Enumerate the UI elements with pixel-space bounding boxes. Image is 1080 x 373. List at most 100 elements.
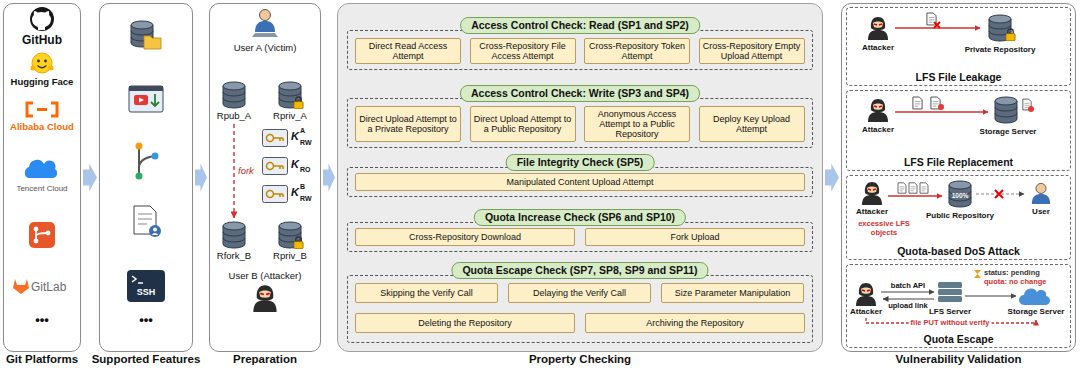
- test-case-label: Archiving the Repository: [646, 318, 744, 328]
- branch-icon: [136, 173, 143, 180]
- replacement-illustration: [868, 99, 888, 122]
- actor-label: Attacker: [862, 125, 894, 135]
- git-logo: [36, 229, 48, 241]
- tencent-cloud-logo: [25, 160, 57, 178]
- hugging-face-logo: [37, 60, 40, 63]
- attacker-icon: [253, 285, 276, 312]
- key-superscript: B: [300, 183, 305, 191]
- web-download-icon: [139, 98, 144, 103]
- repository-icon: [277, 80, 303, 110]
- check-group: Access Control Check: Write (SP3 and SP4…: [347, 98, 813, 148]
- actor-label: LFS Server: [929, 307, 971, 317]
- flow-label: file PUT without verify: [909, 318, 992, 327]
- repository-node: Rpub_A: [210, 80, 258, 122]
- actor-label: Attacker: [850, 307, 882, 317]
- platform-name: GitHub: [22, 33, 62, 47]
- hugging-face-logo: [38, 66, 47, 68]
- lock-symbol: [294, 237, 303, 249]
- check-group: Quota Escape Check (SP7, SP8, SP9 and SP…: [347, 275, 813, 343]
- test-case-label: Fork Upload: [670, 232, 719, 242]
- test-case-box: Archiving the Repository: [585, 313, 805, 333]
- leakage-illustration: [868, 13, 1015, 41]
- victim-user-icon: [252, 33, 278, 37]
- key-symbol: K: [291, 130, 299, 143]
- repository-node: Rpriv_B: [266, 220, 314, 262]
- quota-escape-illustration: [881, 291, 934, 292]
- tencent-cloud-logo: [25, 160, 57, 178]
- test-case-box: Delaying the Verify Call: [508, 283, 651, 303]
- policy-icon: [134, 206, 161, 237]
- flow-label: upload link: [888, 301, 928, 310]
- replacement-illustration: [995, 97, 1017, 123]
- hugging-face-logo: [32, 53, 52, 73]
- column-title: Git Platforms: [6, 353, 78, 366]
- git-logo: [46, 231, 51, 236]
- column-panel: PreparationRpub_ARpriv_ARfork_BRpriv_B: [209, 3, 321, 352]
- test-case-label: Cross-Repository Download: [409, 232, 521, 242]
- column-title: Preparation: [233, 353, 297, 366]
- check-heading: Quota Escape Check (SP7, SP8, SP9 and SP…: [451, 262, 708, 279]
- lfs-storage-icon: [144, 36, 161, 49]
- replacement-illustration: [868, 97, 1034, 123]
- attack-title: Quota Escape: [847, 333, 1070, 346]
- git-logo: [29, 222, 55, 248]
- test-case-label: Size Parameter Manipulation: [675, 288, 791, 298]
- branch-icon: [152, 153, 159, 160]
- ellipsis: •••: [139, 312, 153, 328]
- web-download-icon: [129, 86, 163, 112]
- test-case-box: Manipulated Content Upload Attempt: [355, 173, 805, 191]
- web-download-icon: [151, 94, 159, 106]
- leakage-illustration: [934, 22, 940, 28]
- git-logo: [29, 222, 55, 248]
- web-download-icon: [129, 86, 163, 91]
- github-logo: [32, 11, 51, 30]
- web-download-icon: [134, 95, 148, 105]
- column-title: Property Checking: [529, 353, 631, 366]
- key-subscript: RW: [300, 139, 312, 147]
- actor-label: Public Repository: [926, 211, 994, 221]
- actor-label: User: [1032, 207, 1050, 217]
- replacement-illustration: [913, 97, 922, 109]
- status-note: quota: no change: [984, 277, 1047, 286]
- replacement-illustration: [895, 111, 988, 113]
- check-heading: Access Control Check: Write (SP3 and SP4…: [460, 85, 700, 102]
- test-case-box: Deploy Key Upload Attempt: [699, 106, 805, 142]
- dos-illustration: [909, 183, 917, 193]
- key-symbol: K: [291, 186, 299, 199]
- repository-icon: [221, 80, 247, 110]
- hugging-face-logo: [49, 66, 54, 71]
- quota-escape-illustration: [974, 270, 981, 278]
- quota-escape-illustration: [965, 295, 1016, 296]
- policy-icon: [138, 214, 152, 224]
- policy-icon: [152, 233, 159, 235]
- victim-user-icon: [252, 10, 278, 38]
- dos-illustration: [888, 195, 942, 197]
- database-shape: [223, 82, 245, 108]
- quota-escape-illustration: [938, 282, 962, 288]
- key-icon: [263, 130, 288, 147]
- check-group: File Integrity Check (SP5)Manipulated Co…: [347, 167, 813, 197]
- key-icon: [263, 158, 288, 175]
- column-title: Vulnerability Validation: [895, 353, 1021, 366]
- test-case-box: Fork Upload: [585, 228, 805, 246]
- platform-name: Tencent Cloud: [16, 184, 67, 194]
- flow-arrow: [83, 164, 97, 192]
- gitlab-logo: [13, 279, 29, 294]
- icon-label: SSH: [137, 287, 156, 298]
- test-case-box: Cross-Repository Download: [355, 228, 575, 246]
- attack-title: Quota-based DoS Attack: [847, 245, 1070, 258]
- key-subscript: RW: [300, 195, 312, 203]
- test-case-label: Direct Upload Attempt to a Private Repos…: [359, 114, 457, 134]
- test-case-box: Anonymous Access Attempt to a Public Rep…: [584, 106, 690, 142]
- dos-illustration: [898, 183, 906, 193]
- test-case-box: Direct Upload Attempt to a Private Repos…: [355, 106, 461, 142]
- column-panel: Git Platforms: [3, 3, 81, 352]
- platform-name: Alibaba Cloud: [10, 121, 74, 132]
- test-case-label: Skipping the Verify Call: [380, 288, 473, 298]
- quota-escape-illustration: [856, 283, 876, 306]
- github-logo: [30, 7, 54, 31]
- web-download-icon: [129, 86, 163, 112]
- platform-name: Hugging Face: [11, 76, 74, 87]
- key-symbol: K: [291, 158, 299, 171]
